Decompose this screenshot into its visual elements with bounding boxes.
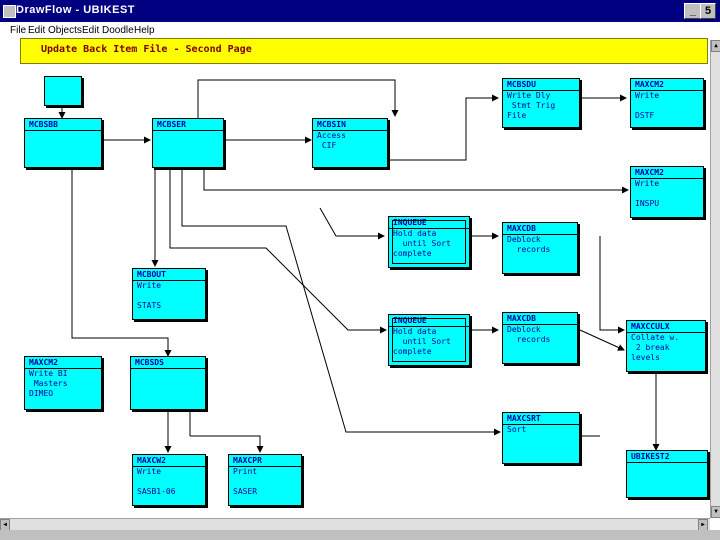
box-maxcpr-line: SASER (233, 487, 258, 496)
box-mcbsdu-line: Stmt Trig (507, 101, 556, 110)
box-maxcdb-2-title: MAXCDB (503, 313, 577, 325)
spacer (133, 477, 205, 487)
box-mcbout[interactable]: MCBOUT Write STATS (132, 268, 206, 320)
box-inqueue-2-line: Hold data (393, 327, 437, 336)
box-mcbout-title: MCBOUT (133, 269, 205, 281)
box-mcbsdu-line: Write Dly (507, 91, 551, 100)
window-title: DrawFlow - UBIKEST (16, 4, 136, 16)
box-inqueue-2-line: complete (393, 347, 432, 356)
app-icon[interactable] (3, 5, 16, 18)
box-ubikest2[interactable]: UBIKEST2 (626, 450, 708, 498)
box-maxcsrt-title: MAXCSRT (503, 413, 579, 425)
box-maxcdb-1-title: MAXCDB (503, 223, 577, 235)
box-maxcsrt[interactable]: MAXCSRT Sort (502, 412, 580, 464)
box-maxcculx-line: 2 break (631, 343, 670, 352)
scroll-down-icon[interactable]: ▼ (711, 506, 720, 518)
box-maxcw2[interactable]: MAXCW2 Write SASB1-06 (132, 454, 206, 506)
menu-file[interactable]: File (10, 25, 27, 36)
box-mcbsdu-line: File (507, 111, 527, 120)
box-inqueue-1-line: complete (393, 249, 432, 258)
vertical-scrollbar[interactable]: ▲ ▼ (710, 40, 720, 518)
box-inqueue-1-line: until Sort (393, 239, 451, 248)
box-maxcm2-dstf-line: DSTF (635, 111, 655, 120)
box-mcbsin-line: Access (317, 131, 346, 140)
box-inqueue-1[interactable]: INQUEUE Hold data until Sort complete (388, 216, 470, 268)
box-maxcculx-title: MAXCCULX (627, 321, 705, 333)
box-maxcm2-inspu[interactable]: MAXCM2 Write INSPU (630, 166, 704, 218)
box-maxcm2-inspu-line: Write (635, 179, 660, 188)
box-inqueue-1-line: Hold data (393, 229, 437, 238)
box-maxcm2-dimeo[interactable]: MAXCM2 Write BI Masters DIMEO (24, 356, 102, 410)
box-mcbser-title: MCBSER (153, 119, 223, 131)
source-box[interactable] (44, 76, 82, 106)
box-inqueue-2-title: INQUEUE (389, 315, 469, 327)
maximize-button[interactable]: 5 (700, 3, 716, 19)
box-mcbsbb[interactable]: MCBSBB (24, 118, 102, 168)
spacer (133, 291, 205, 301)
box-maxcm2-dstf-title: MAXCM2 (631, 79, 703, 91)
box-maxcm2-inspu-title: MAXCM2 (631, 167, 703, 179)
box-maxcm2-dimeo-line: DIMEO (29, 389, 54, 398)
box-maxcpr-line: Print (233, 467, 258, 476)
box-maxcw2-line: Write (137, 467, 162, 476)
horizontal-scrollbar[interactable]: ◀ ▶ (0, 518, 710, 531)
box-maxcdb-2[interactable]: MAXCDB Deblock records (502, 312, 578, 364)
box-maxcm2-dstf-line: Write (635, 91, 660, 100)
box-maxcw2-line: SASB1-06 (137, 487, 176, 496)
box-maxcculx-line: Collate w. (631, 333, 680, 342)
menu-doodle[interactable]: Doodle (102, 25, 134, 36)
box-maxcm2-dimeo-line: Masters (29, 379, 68, 388)
box-maxcm2-dimeo-line: Write BI (29, 369, 68, 378)
box-mcbsds-title: MCBSDS (131, 357, 205, 369)
title-bar: DrawFlow - UBIKEST _ 5 (0, 0, 720, 22)
menu-bar: File Edit Objects Edit Doodle Help (0, 22, 720, 40)
box-ubikest2-title: UBIKEST2 (627, 451, 707, 463)
spacer (631, 101, 703, 111)
spacer (631, 189, 703, 199)
box-maxcm2-inspu-line: INSPU (635, 199, 660, 208)
box-mcbsdu[interactable]: MCBSDU Write Dly Stmt Trig File (502, 78, 580, 128)
box-maxcsrt-line: Sort (507, 425, 527, 434)
menu-objects[interactable]: Objects (48, 25, 82, 36)
box-inqueue-1-title: INQUEUE (389, 217, 469, 229)
spacer (229, 477, 301, 487)
menu-help[interactable]: Help (134, 25, 155, 36)
box-mcbout-line: Write (137, 281, 162, 290)
menu-edit[interactable]: Edit (28, 25, 46, 36)
box-maxcm2-dimeo-title: MAXCM2 (25, 357, 101, 369)
box-maxcdb-1[interactable]: MAXCDB Deblock records (502, 222, 578, 274)
box-mcbsds[interactable]: MCBSDS (130, 356, 206, 410)
box-maxcculx[interactable]: MAXCCULX Collate w. 2 break levels (626, 320, 706, 372)
box-inqueue-2-line: until Sort (393, 337, 451, 346)
box-mcbsdu-title: MCBSDU (503, 79, 579, 91)
status-bar (0, 530, 720, 540)
box-mcbsin[interactable]: MCBSIN Access CIF (312, 118, 388, 168)
box-maxcpr-title: MAXCPR (229, 455, 301, 467)
inqueue-inner-border (392, 318, 466, 362)
menu-edit-2[interactable]: Edit (82, 25, 100, 36)
scroll-up-icon[interactable]: ▲ (711, 40, 720, 52)
box-inqueue-2[interactable]: INQUEUE Hold data until Sort complete (388, 314, 470, 366)
box-mcbsbb-title: MCBSBB (25, 119, 101, 131)
box-maxcw2-title: MAXCW2 (133, 455, 205, 467)
box-maxcpr[interactable]: MAXCPR Print SASER (228, 454, 302, 506)
box-maxcdb-2-line: Deblock (507, 325, 541, 334)
box-maxcculx-line: levels (631, 353, 660, 362)
box-mcbser[interactable]: MCBSER (152, 118, 224, 168)
box-maxcdb-2-line: records (507, 335, 551, 344)
page-banner: Update Back Item File - Second Page (20, 38, 708, 64)
box-maxcdb-1-line: records (507, 245, 551, 254)
banner-title: Update Back Item File - Second Page (41, 44, 252, 55)
inqueue-inner-border (392, 220, 466, 264)
box-maxcm2-dstf[interactable]: MAXCM2 Write DSTF (630, 78, 704, 128)
box-maxcdb-1-line: Deblock (507, 235, 541, 244)
box-mcbout-line: STATS (137, 301, 162, 310)
box-mcbsin-title: MCBSIN (313, 119, 387, 131)
box-mcbsin-line: CIF (317, 141, 337, 150)
